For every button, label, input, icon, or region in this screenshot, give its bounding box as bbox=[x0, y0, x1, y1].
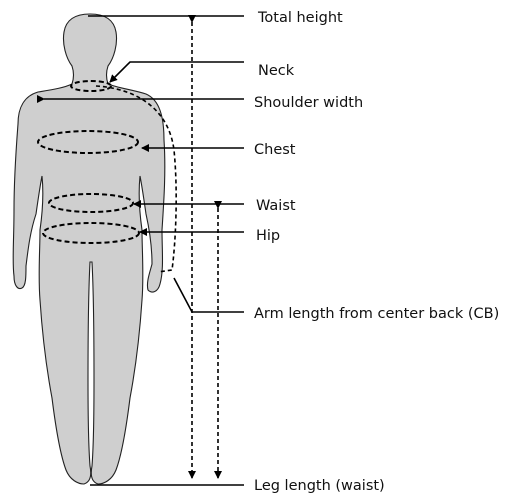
arm-length-leader bbox=[174, 278, 244, 312]
label-waist: Waist bbox=[256, 198, 296, 214]
label-arm-length: Arm length from center back (CB) bbox=[254, 306, 499, 322]
label-leg-length: Leg length (waist) bbox=[254, 478, 385, 494]
label-shoulder-width: Shoulder width bbox=[254, 95, 363, 111]
label-chest: Chest bbox=[254, 142, 296, 158]
head-and-torso-outline bbox=[13, 14, 165, 484]
label-hip: Hip bbox=[256, 228, 280, 244]
label-neck: Neck bbox=[258, 63, 295, 79]
body-silhouette bbox=[13, 14, 165, 484]
neck-leader bbox=[110, 62, 244, 82]
label-total-height: Total height bbox=[257, 10, 343, 26]
